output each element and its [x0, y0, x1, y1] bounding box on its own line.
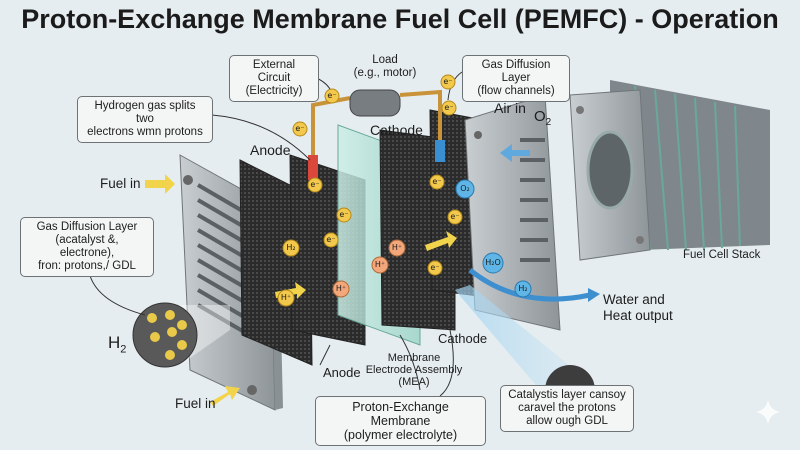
water-arrowhead: [588, 288, 600, 302]
callout-line: Proton-Exchange Membrane: [352, 400, 449, 428]
electron-10-text: e⁻: [430, 263, 440, 272]
electron-10: [427, 260, 443, 276]
label-line: (MEA): [398, 376, 430, 388]
fuel-in-bottom-label: Fuel in: [175, 396, 216, 411]
cathode-bottom-label: Cathode: [438, 331, 488, 346]
gdl-magnifier: [132, 302, 198, 368]
fuel-cell-stack: [569, 80, 770, 261]
water-heat-label: Water and Heat output: [603, 292, 673, 324]
callout-line: Hydrogen gas splits two: [94, 100, 196, 125]
cathode-terminal: [435, 140, 445, 162]
h2-label: H2: [108, 333, 126, 355]
fuel-in-top-arrow: [145, 174, 175, 194]
water-1: [482, 252, 504, 274]
air-in-label: Air in: [494, 100, 526, 116]
fuel-in-top-label: Fuel in: [100, 176, 141, 191]
gdl-left-callout: Gas Diffusion Layer (acatalyst &, electr…: [20, 217, 154, 277]
electron-5: [307, 177, 323, 193]
callout-line: (polymer electrolyte): [343, 428, 458, 442]
hydrogen-out: [514, 280, 532, 298]
particles: [277, 74, 532, 307]
anode-terminal: [308, 155, 318, 180]
electron-9-text: e⁻: [432, 177, 442, 186]
callout-line: External Circuit: [252, 59, 296, 84]
hydrogen-1: [282, 239, 300, 257]
electron-6: [336, 207, 352, 223]
hydrogen-split-callout: Hydrogen gas splits two electrons wmn pr…: [77, 96, 213, 143]
electron-6-text: e⁻: [339, 210, 349, 219]
o2-symbol: O: [534, 108, 546, 125]
gdl-flow-callout: Gas Diffusion Layer (flow channels): [462, 55, 570, 102]
electron-7-text: e⁻: [326, 235, 336, 244]
fuel-cell-stack-label: Fuel Cell Stack: [683, 249, 761, 261]
proton-arrow: [425, 231, 457, 251]
electron-3: [440, 74, 456, 90]
pem-callout: Proton-Exchange Membrane (polymer electr…: [315, 396, 486, 446]
label-line: Electrode Assembly: [365, 364, 463, 376]
fuel-in-bottom-arrow: [210, 386, 240, 406]
callout-line: Gas Diffusion Layer: [481, 59, 551, 84]
label-line: Membrane: [387, 352, 441, 364]
h2-subscript: 2: [120, 343, 127, 356]
proton-3: [388, 239, 406, 257]
electron-4-text: e⁻: [444, 103, 454, 112]
callout-line: (flow channels): [477, 85, 555, 97]
callout-line: Gas Diffusion Layer: [36, 221, 138, 233]
electron-1-text: e⁻: [327, 91, 337, 100]
catalyst-callout: Catalystis layer cansoy caravel the prot…: [500, 385, 634, 432]
callout-line: (Electricity): [245, 85, 303, 97]
label-line: Water and: [603, 292, 665, 307]
electron-8: [447, 209, 463, 225]
label-line: Heat output: [603, 308, 673, 323]
electron-7: [323, 232, 339, 248]
callout-line: Catalystis layer cansoy: [508, 389, 626, 401]
air-in-arrow: [500, 144, 530, 162]
proton-4: [371, 256, 389, 274]
oxygen-1-text: O₂: [460, 184, 470, 193]
callout-line: (acatalyst &, electrone),: [55, 234, 119, 259]
electron-1: [324, 88, 340, 104]
hydrogen-1-text: H₂: [286, 243, 296, 252]
page-title: Proton-Exchange Membrane Fuel Cell (PEMF…: [21, 4, 779, 34]
callout-line: electrons wmn protons: [87, 126, 203, 138]
electron-2: [292, 121, 308, 137]
hydrogen-out-text: H₂: [518, 284, 528, 293]
electron-9: [429, 174, 445, 190]
load-motor: [349, 89, 401, 117]
electron-3-text: e⁻: [443, 77, 453, 86]
cathode-top-label: Cathode: [370, 122, 423, 138]
o2-subscript: 2: [545, 117, 552, 128]
label-line: (e.g., motor): [353, 67, 417, 79]
callout-line: caravel the protons: [518, 402, 616, 414]
anode-top-label: Anode: [250, 142, 291, 158]
proton-2: [332, 280, 350, 298]
label-line: Load: [372, 54, 398, 66]
anode-bottom-label: Anode: [323, 365, 361, 380]
electron-4: [441, 100, 457, 116]
mea-label: Membrane Electrode Assembly (MEA): [360, 352, 468, 388]
proton-1-text: H⁺: [280, 293, 292, 302]
proton-2-text: H⁺: [335, 284, 347, 293]
electron-5-text: e⁻: [310, 180, 320, 189]
h2-symbol: H: [108, 333, 121, 352]
proton-3-text: H⁺: [391, 243, 403, 252]
sparkle-icon: [756, 400, 780, 424]
callout-line: fron: protons,/ GDL: [38, 260, 136, 272]
catalyst-magnify-beam: [455, 285, 600, 390]
electron-8-text: e⁻: [450, 212, 460, 221]
water-1-text: H₂O: [485, 258, 501, 267]
oxygen-1: [455, 179, 475, 199]
callout-line: allow ough GDL: [526, 415, 608, 427]
electron-2-text: e⁻: [295, 124, 305, 133]
external-circuit-callout: External Circuit (Electricity): [229, 55, 319, 102]
load-label: Load (e.g., motor): [345, 54, 425, 80]
proton-1: [277, 289, 295, 307]
proton-4-text: H⁺: [374, 260, 386, 269]
o2-label: O2: [534, 108, 551, 128]
